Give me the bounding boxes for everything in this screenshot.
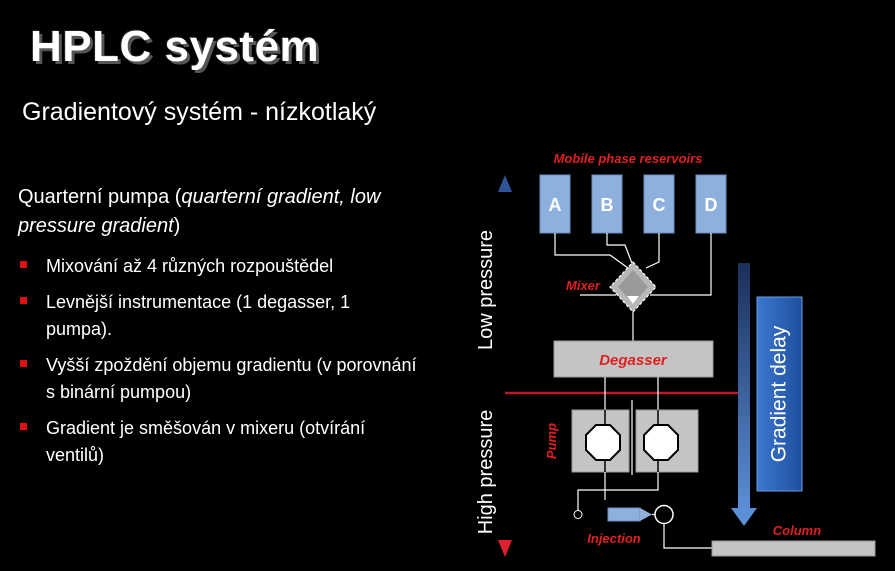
pump-head-icon	[585, 424, 621, 461]
degasser-label: Degasser	[599, 352, 668, 369]
high-pressure-arrow	[498, 396, 512, 557]
bullet-text: Gradient je směšován v mixeru (otvírání …	[46, 418, 366, 465]
bullet-list: Mixování až 4 různých rozpouštědel Levně…	[18, 253, 418, 478]
gradient-delay-label: Gradient delay	[768, 325, 791, 462]
reservoir-c: C	[643, 174, 675, 234]
bullet-text: Vyšší zpoždění objemu gradientu (v porov…	[46, 355, 417, 402]
column-label: Column	[773, 523, 821, 538]
bullet-text: Levnější instrumentace (1 degasser, 1 pu…	[46, 292, 351, 339]
pump-head-icon	[643, 424, 679, 461]
bullet-square-icon	[20, 261, 27, 268]
column-tube	[711, 540, 876, 557]
pump-to-injection-tubing	[577, 472, 659, 515]
low-pressure-arrow	[498, 175, 512, 388]
intro-main: Quarterní pumpa (	[18, 186, 182, 208]
injector-icon	[573, 504, 674, 525]
page-title: HPLC systém	[30, 22, 320, 71]
low-pressure-label: Low pressure	[475, 230, 497, 350]
reservoir-b: B	[591, 174, 623, 234]
mixer-icon	[609, 261, 657, 313]
bullet-square-icon	[20, 297, 27, 304]
injection-label: Injection	[587, 531, 641, 546]
degasser-to-pump-tubing	[604, 377, 659, 475]
gradient-delay-box	[756, 296, 803, 492]
reservoir-label: B	[601, 195, 614, 215]
reservoir-label: C	[653, 195, 666, 215]
list-item: Levnější instrumentace (1 degasser, 1 pu…	[18, 289, 418, 343]
reservoir-tubing	[554, 233, 712, 296]
bullet-square-icon	[20, 423, 27, 430]
list-item: Mixování až 4 různých rozpouštědel	[18, 253, 418, 280]
reservoir-d: D	[695, 174, 727, 234]
injection-to-column-tube	[663, 524, 712, 549]
pump-label: Pump	[544, 423, 559, 459]
intro-end: )	[173, 215, 181, 237]
list-item: Vyšší zpoždění objemu gradientu (v porov…	[18, 352, 418, 406]
intro-text: Quarterní pumpa (quarterní gradient, low…	[18, 183, 398, 241]
degasser-box	[553, 340, 714, 378]
list-item: Gradient je směšován v mixeru (otvírání …	[18, 415, 418, 469]
reservoirs-label: Mobile phase reservoirs	[554, 151, 703, 166]
bullet-square-icon	[20, 360, 27, 367]
page-subtitle: Gradientový systém - nízkotlaký	[22, 98, 377, 126]
bullet-text: Mixování až 4 různých rozpouštědel	[46, 256, 334, 276]
mixer-label: Mixer	[566, 278, 601, 293]
high-pressure-label: High pressure	[475, 410, 497, 535]
reservoir-a: A	[539, 174, 571, 234]
reservoir-label: D	[705, 195, 718, 215]
pump-block	[571, 409, 699, 473]
reservoir-label: A	[549, 195, 562, 215]
gradient-delay-arrow	[731, 263, 757, 526]
intro-italic: quarterní gradient, low pressure gradien…	[18, 186, 381, 237]
